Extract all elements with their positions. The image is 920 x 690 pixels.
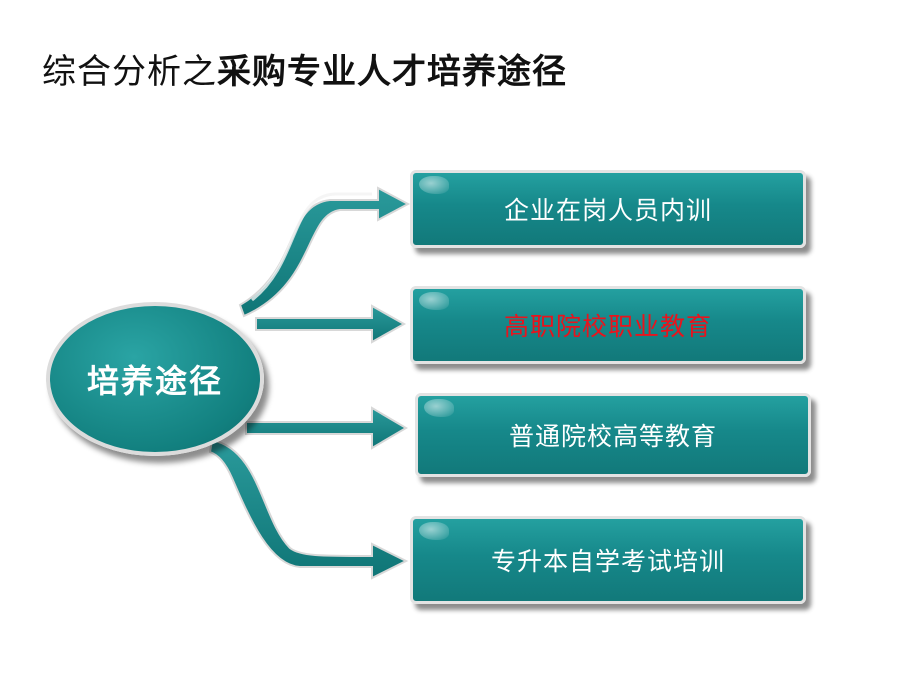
arrow-to-box-3 [245, 406, 408, 450]
hub-label: 培养途径 [86, 362, 223, 400]
arrow-to-box-4 [208, 438, 409, 580]
title-main: 采购专业人才培养途径 [217, 52, 567, 92]
page-title: 综合分析之采购专业人才培养途径 [42, 44, 567, 93]
gloss-highlight [424, 399, 454, 417]
gloss-highlight [419, 176, 449, 194]
path-box-2: 高职院校职业教育 [410, 286, 806, 364]
path-label-1: 企业在岗人员内训 [503, 196, 712, 225]
title-prefix: 综合分析之 [42, 52, 217, 92]
arrow-to-box-2 [255, 304, 407, 344]
path-label-3: 普通院校高等教育 [508, 422, 717, 451]
gloss-highlight [419, 292, 449, 310]
path-box-4: 专升本自学考试培训 [410, 516, 806, 604]
path-box-1: 企业在岗人员内训 [410, 170, 806, 248]
path-label-2: 高职院校职业教育 [503, 312, 712, 341]
path-label-4: 专升本自学考试培训 [490, 547, 725, 576]
path-box-3: 普通院校高等教育 [415, 393, 811, 477]
hub-circle: 培养途径 [46, 302, 264, 456]
arrow-to-box-1 [238, 186, 411, 318]
gloss-highlight [419, 522, 449, 540]
